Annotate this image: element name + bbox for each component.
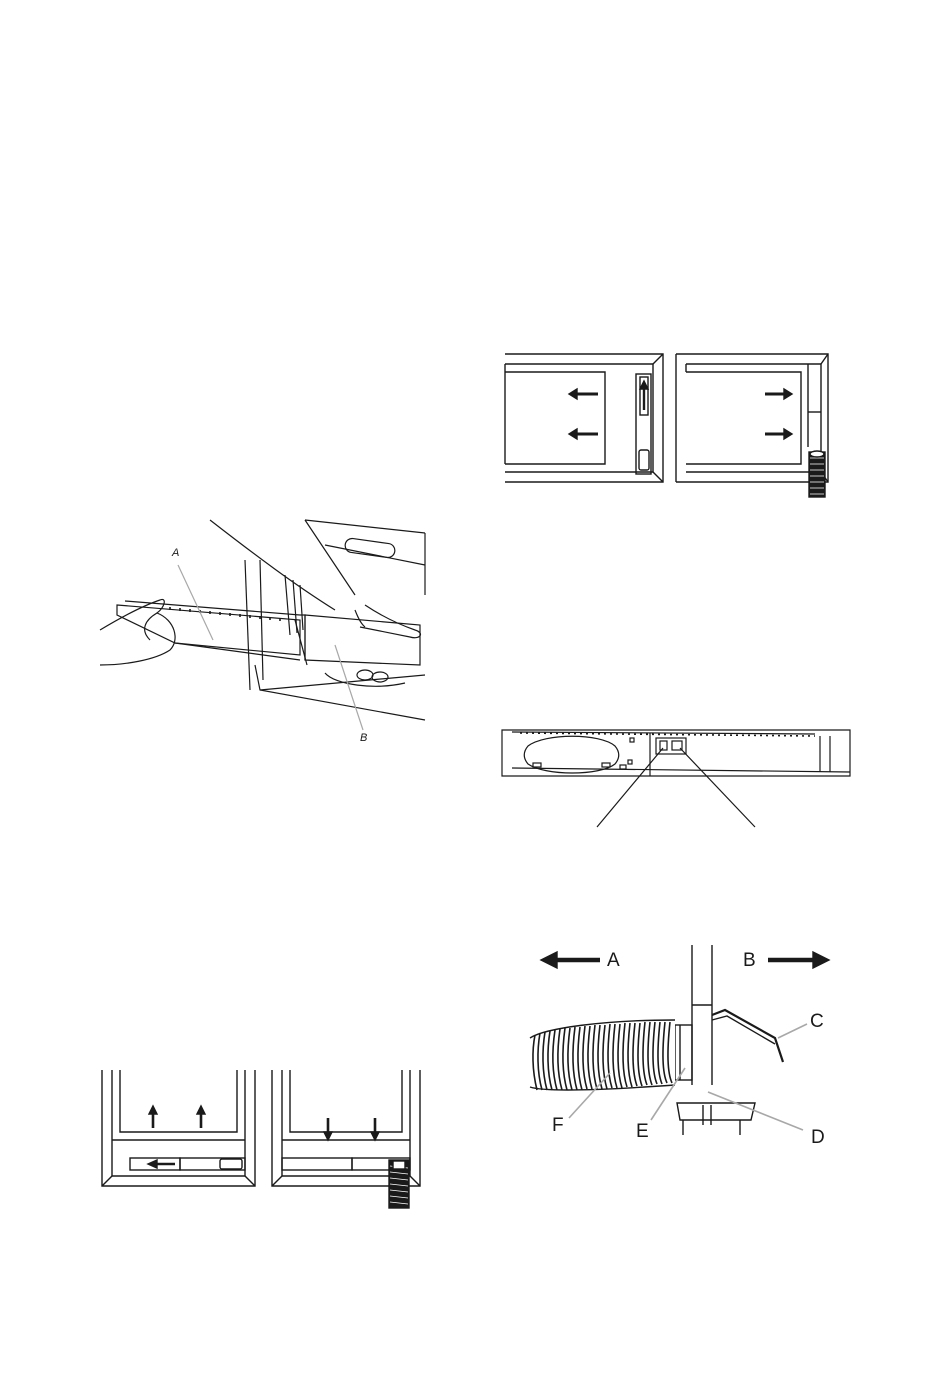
label-f: F — [552, 1116, 564, 1135]
figure-hose-connection: A B C D E F — [525, 940, 845, 1150]
exhaust-hose-icon — [809, 451, 825, 497]
hose-connection-drawing — [525, 940, 845, 1150]
exhaust-hose-icon — [389, 1160, 409, 1208]
label-e: E — [636, 1122, 649, 1141]
label-a: A — [607, 951, 620, 970]
figure-slider-panel — [500, 728, 860, 833]
label-a: A — [172, 548, 179, 559]
exhaust-hose-icon — [530, 1020, 675, 1090]
vertical-window-drawing — [100, 1068, 430, 1208]
label-b: B — [743, 951, 756, 970]
figure-vertical-window — [100, 1068, 430, 1208]
label-d: D — [811, 1128, 825, 1147]
figure-slider-assembly: A B — [95, 515, 430, 750]
label-b: B — [360, 733, 367, 744]
slider-assembly-drawing — [95, 515, 430, 750]
arrow-icon — [148, 1160, 157, 1168]
arrow-icon — [640, 381, 648, 389]
horizontal-window-drawing — [503, 352, 833, 497]
label-c: C — [810, 1012, 824, 1031]
slider-panel-drawing — [500, 728, 860, 833]
figure-horizontal-window — [503, 352, 833, 497]
